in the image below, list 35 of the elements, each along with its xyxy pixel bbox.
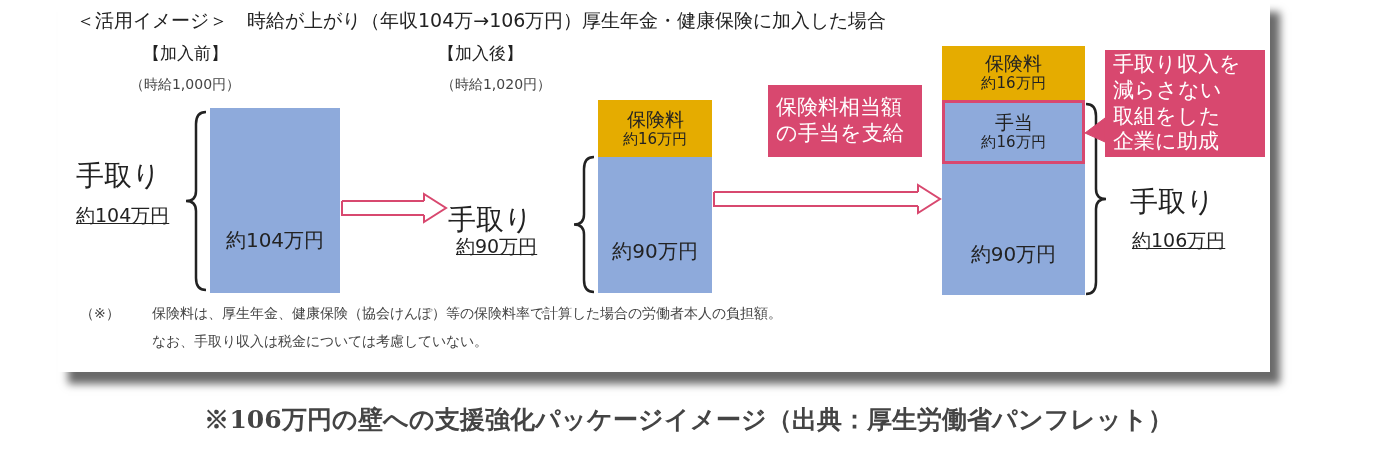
highlighted-bar-segment [942, 100, 1085, 164]
footnote-text: 保険料は、厚生年金、健康保険（協会けんぽ）等の保険料率で計算した場合の労働者本人の負担額。 [152, 305, 782, 322]
wage-note: （時給1,020円） [440, 76, 552, 93]
arrow [341, 193, 447, 223]
column-heading: 【加入前】 [142, 44, 228, 64]
takehome-amount: 約90万円 [456, 236, 538, 258]
takehome-label: 手取り [1130, 186, 1215, 219]
bar-segment [942, 164, 1085, 295]
takehome-amount: 約106万円 [1132, 230, 1226, 252]
segment-value: 約90万円 [970, 243, 1057, 266]
footnote-mark: （※） [80, 305, 120, 322]
bar-segment [942, 46, 1085, 100]
callout-box: 手取り収入を減らさない取組をした企業に助成 [1105, 50, 1265, 157]
takehome-label: 手取り [76, 160, 161, 193]
segment-value: 約104万円 [225, 229, 325, 252]
segment-value: 約16万円 [622, 130, 688, 149]
caption: ※106万円の壁への支援強化パッケージイメージ（出典：厚生労働省パンフレット） [203, 404, 1174, 436]
segment-value: 約90万円 [612, 240, 698, 263]
bar-segment [598, 100, 712, 157]
segment-label: 保険料 [626, 108, 684, 131]
callout-pointer [1084, 117, 1106, 143]
wage-note: （時給1,000円） [129, 76, 241, 93]
footnote-text: なお、手取り収入は税金については考慮していない。 [152, 333, 488, 350]
takehome-label: 手取り [448, 204, 533, 237]
segment-value: 約16万円 [981, 134, 1046, 152]
bar-segment [210, 108, 340, 293]
takehome-amount: 約104万円 [76, 205, 170, 227]
segment-label: 保険料 [985, 53, 1042, 76]
segment-value: 約16万円 [981, 75, 1046, 93]
segment-label: 手当 [994, 112, 1033, 135]
bar-segment [598, 157, 712, 293]
column-heading: 【加入後】 [437, 44, 523, 64]
callout-box: 保険料相当額の手当を支給 [768, 85, 922, 157]
arrow [713, 184, 941, 214]
diagram-title: ＜活用イメージ＞ 時給が上がり（年収104万→106万円）厚生年金・健康保険に加入した場合 [76, 8, 887, 33]
